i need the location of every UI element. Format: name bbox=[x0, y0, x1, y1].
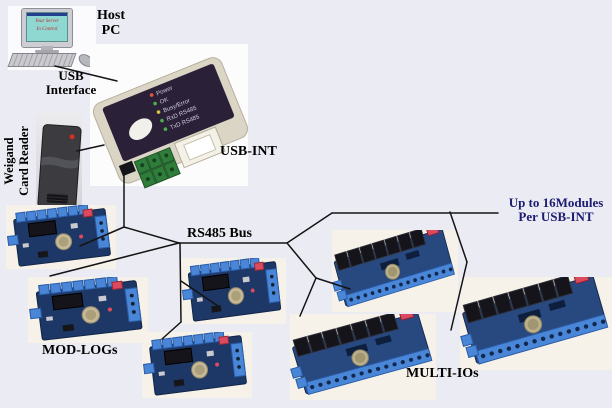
capacity-label: Up to 16Modules Per USB-INT bbox=[500, 196, 612, 224]
monitor-stand bbox=[41, 46, 53, 50]
mod-log-board-2 bbox=[28, 277, 148, 343]
rs485-bus-label: RS485 Bus bbox=[187, 226, 252, 241]
multi-ios-label: MULTI-IOs bbox=[406, 366, 479, 381]
wire-junction1 bbox=[123, 226, 180, 244]
weigand-card-reader-label: Weigand Card Reader bbox=[2, 113, 32, 209]
keyboard bbox=[7, 53, 77, 67]
usb-int-photo: Power OK Busy/Error RxD RS485 TxD RS485 bbox=[90, 44, 249, 189]
led-label-power: Power bbox=[156, 85, 174, 97]
device-logo bbox=[129, 118, 153, 140]
capacity-label-line2: Per USB-INT bbox=[518, 209, 594, 224]
busy-error-led bbox=[156, 110, 161, 114]
rxd-led bbox=[160, 118, 164, 123]
monitor-screen: Your Server In Control bbox=[26, 12, 68, 42]
usb-int-device-graphic: Power OK Busy/Error RxD RS485 TxD RS485 bbox=[92, 57, 249, 189]
host-pc-label-line1: Host bbox=[97, 8, 125, 23]
usb-interface-label-line1: USB bbox=[58, 68, 84, 83]
host-pc-label: Host PC bbox=[92, 8, 130, 38]
reader-swoosh bbox=[38, 156, 82, 169]
multi-io-board-1 bbox=[332, 230, 458, 312]
usb-interface-label: USB Interface bbox=[42, 69, 100, 97]
card-reader-device bbox=[37, 123, 82, 211]
multi-io-board-2 bbox=[290, 314, 436, 400]
wire-bus-upright bbox=[286, 212, 333, 244]
capacity-label-line1: Up to 16Modules bbox=[508, 195, 604, 210]
host-pc-label-line2: PC bbox=[101, 23, 121, 38]
wire-to-multiio2 bbox=[299, 277, 317, 317]
mod-log-board-3 bbox=[181, 258, 286, 324]
wire-bus-downright bbox=[286, 242, 317, 279]
reader-grill bbox=[46, 193, 69, 204]
txd-led bbox=[163, 127, 168, 131]
power-led bbox=[149, 93, 154, 97]
ok-led bbox=[153, 101, 157, 106]
monitor-base bbox=[35, 50, 59, 53]
multi-io-board-3 bbox=[460, 277, 612, 370]
screen-text-line2: In Control bbox=[36, 27, 58, 32]
screen-text-line1: Your Server bbox=[35, 19, 59, 24]
mod-log-board-4 bbox=[142, 332, 252, 398]
host-pc-photo: Your Server In Control bbox=[7, 6, 96, 70]
usb-int-label: USB-INT bbox=[220, 144, 277, 159]
monitor: Your Server In Control bbox=[21, 8, 73, 48]
weigand-label-line1: Weigand bbox=[2, 137, 16, 185]
power-jack bbox=[118, 160, 136, 177]
card-reader-photo bbox=[36, 112, 82, 212]
led-label-ok: OK bbox=[159, 97, 169, 106]
screen-titlebar bbox=[27, 13, 67, 16]
usb-interface-label-line2: Interface bbox=[45, 82, 97, 97]
weigand-label-line2: Card Reader bbox=[17, 126, 31, 196]
mod-log-board-1 bbox=[6, 205, 116, 269]
mod-logs-label: MOD-LOGs bbox=[42, 343, 118, 358]
